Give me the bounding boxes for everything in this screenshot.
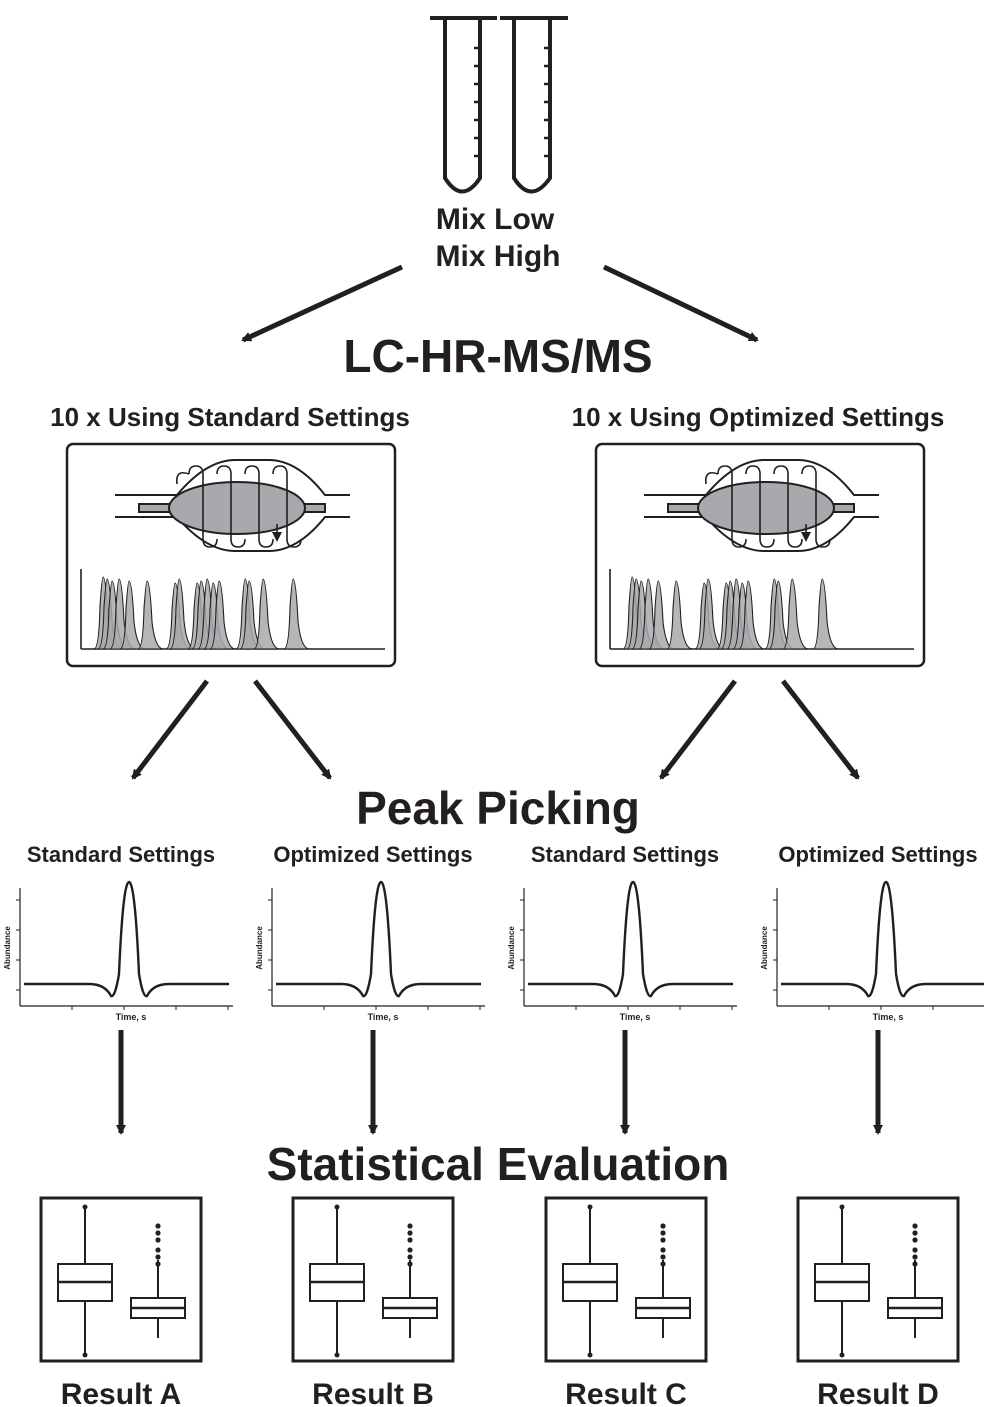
result-label: Result D: [817, 1378, 939, 1407]
standard-runs-label: 10 x Using Standard Settings: [50, 402, 410, 432]
peak-plot-title: Standard Settings: [27, 842, 215, 867]
arrow-std-to-opt: [253, 679, 332, 780]
result-panel: Result D: [796, 1196, 960, 1407]
peak-curve: [276, 880, 481, 998]
peak-plot-title: Optimized Settings: [778, 842, 977, 867]
orbitrap-icon: [644, 458, 879, 553]
result-label: Result B: [312, 1378, 434, 1407]
test-tubes-icon: [430, 16, 568, 194]
chromatogram-peak: [253, 578, 280, 650]
chromatogram-peak: [169, 578, 196, 650]
arrow-to-optimized: [602, 264, 759, 343]
y-axis-label: Abundance: [507, 926, 516, 970]
chromatogram-peak: [812, 578, 839, 650]
y-axis-label: Abundance: [255, 926, 264, 970]
chromatogram-peak: [768, 580, 795, 650]
x-axis-label: Time, s: [620, 1012, 651, 1022]
arrow-to-standard: [241, 264, 404, 343]
chromatogram-peak: [209, 580, 236, 650]
chromatogram-peak: [283, 578, 310, 650]
instrument-panel-optimized: [594, 442, 926, 668]
sample-label-low: Mix Low: [436, 203, 555, 236]
result-panel: Result C: [544, 1196, 708, 1407]
x-axis-label: Time, s: [873, 1012, 904, 1022]
boxplot-icon: [562, 1204, 691, 1358]
peak-curve: [24, 880, 229, 998]
orbitrap-icon: [115, 458, 350, 553]
result-label: Result C: [565, 1378, 687, 1407]
result-label: Result A: [61, 1378, 182, 1407]
boxplot-icon: [814, 1204, 943, 1358]
peak-picking-title: Peak Picking: [356, 782, 640, 834]
result-panel: Result A: [39, 1196, 203, 1407]
boxplot-icon: [57, 1204, 186, 1358]
peak-plot-title: Optimized Settings: [273, 842, 472, 867]
peak-curve: [528, 880, 733, 998]
chromatogram-icon: [80, 569, 385, 650]
peak-plot-title: Standard Settings: [531, 842, 719, 867]
x-axis-label: Time, s: [368, 1012, 399, 1022]
chromatogram-peak: [119, 580, 146, 650]
chromatogram-peak: [782, 578, 809, 650]
instrument-panel-standard: [65, 442, 397, 668]
result-panel: Result B: [291, 1196, 455, 1407]
statistical-evaluation-title: Statistical Evaluation: [267, 1138, 730, 1190]
x-axis-label: Time, s: [116, 1012, 147, 1022]
sample-label-high: Mix High: [436, 240, 561, 273]
boxplot-icon: [309, 1204, 438, 1358]
chromatogram-peak: [738, 580, 765, 650]
y-axis-label: Abundance: [760, 926, 769, 970]
arrow-std-to-std: [131, 679, 209, 780]
chromatogram-peak: [137, 580, 164, 650]
peak-curve: [781, 880, 984, 998]
chromatogram-peak: [666, 580, 693, 650]
chromatogram-icon: [609, 569, 914, 650]
arrow-opt-to-std: [659, 679, 737, 780]
chromatogram-peak: [648, 580, 675, 650]
arrow-opt-to-opt: [781, 679, 860, 780]
optimized-runs-label: 10 x Using Optimized Settings: [572, 402, 945, 432]
chromatogram-peak: [698, 578, 725, 650]
chromatogram-peak: [239, 580, 266, 650]
lc-ms-title: LC-HR-MS/MS: [343, 330, 652, 382]
y-axis-label: Abundance: [3, 926, 12, 970]
